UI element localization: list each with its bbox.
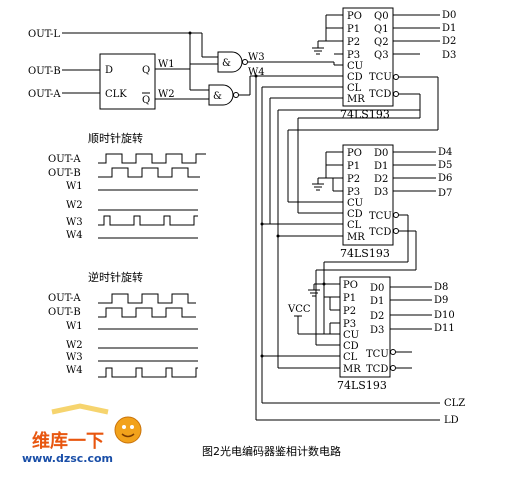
timing-ccw-sig-w2: W2: [66, 340, 83, 351]
c2-pin-tcd: TCD: [369, 227, 391, 238]
ff-q-pin: Q: [142, 65, 150, 76]
c1-pin-q1: Q1: [374, 24, 389, 35]
c1-pin-cl: CL: [347, 83, 362, 94]
c1-pin-p2: P2: [347, 37, 360, 48]
c3-pin-mr: MR: [343, 364, 361, 375]
c3-pin-p3: P3: [343, 319, 356, 330]
c1-pin-p0: PO: [347, 11, 362, 22]
ff-qbar-pin: Q: [142, 95, 150, 106]
c3-pin-cu: CU: [343, 330, 359, 341]
c3-pin-p0: PO: [343, 280, 358, 291]
c1-pin-p1: P1: [347, 24, 360, 35]
c2-pin-d2: D2: [374, 174, 388, 185]
input-out-a-label: OUT-A: [28, 89, 61, 100]
diagram-caption: 图2光电编码器鉴相计数电路: [202, 444, 341, 458]
c1-out-d1: D1: [442, 23, 456, 34]
c3-out-d11: D11: [434, 323, 455, 334]
vcc-label: VCC: [287, 304, 311, 315]
bus-clz-label: CLZ: [444, 398, 465, 409]
timing-cw-sig-w3: W3: [66, 217, 83, 228]
c2-pin-p0: PO: [347, 148, 362, 159]
counter-3: PO P1 P2 P3 CU CD CL MR D0 D1 D2 D3 TCU …: [337, 276, 391, 392]
c1-out-d2: D2: [442, 36, 456, 47]
counter-2: PO P1 P2 P3 CU CD CL MR D0 D1 D2 D3 TCU …: [340, 144, 394, 260]
c2-pin-d1: D1: [374, 161, 388, 172]
gate1-symbol: &: [222, 58, 231, 69]
d-flipflop: D CLK Q Q: [99, 53, 156, 110]
c2-out-d6: D6: [438, 173, 452, 184]
c1-pin-tcd: TCD: [369, 89, 391, 100]
watermark-cn: 维库一下: [32, 430, 104, 452]
c3-pin-d2: D2: [370, 311, 384, 322]
c3-pin-p2: P2: [343, 306, 356, 317]
c3-pin-d3: D3: [370, 325, 384, 336]
timing-ccw-sig-out-a: OUT-A: [48, 293, 81, 304]
c1-pin-mr: MR: [347, 94, 365, 105]
timing-cw-title: 顺时针旋转: [88, 131, 143, 145]
timing-counterclockwise: 逆时针旋转 OUT-A OUT-B W1 W2 W3 W4: [48, 270, 198, 378]
timing-clockwise: 顺时针旋转 OUT-A OUT-B W1 W2 W3 W4: [48, 131, 206, 241]
counter-3-name: 74LS193: [337, 379, 387, 392]
timing-cw-sig-w4: W4: [66, 230, 83, 241]
c2-out-d4: D4: [438, 147, 452, 158]
c1-pin-tcu: TCU: [369, 72, 392, 83]
timing-cw-sig-w2: W2: [66, 200, 83, 211]
c2-pin-p1: P1: [347, 161, 360, 172]
c3-out-d9: D9: [434, 295, 448, 306]
c2-pin-d3: D3: [374, 187, 388, 198]
c1-pin-cu: CU: [347, 61, 363, 72]
timing-ccw-title: 逆时针旋转: [88, 270, 143, 284]
c2-pin-mr: MR: [347, 232, 365, 243]
site-watermark-logo: 维库一下 www.dzsc.com: [22, 403, 142, 465]
c3-out-d8: D8: [434, 282, 448, 293]
timing-ccw-sig-w4: W4: [66, 365, 83, 376]
ff-d-pin: D: [105, 65, 113, 76]
ff-clk-pin: CLK: [105, 89, 127, 100]
nand-gate-2: &: [208, 84, 239, 106]
bus-ld-label: LD: [444, 415, 459, 426]
c3-pin-cl: CL: [343, 352, 358, 363]
c3-out-d10: D10: [434, 310, 455, 321]
c2-out-d5: D5: [438, 160, 452, 171]
timing-cw-sig-out-a: OUT-A: [48, 154, 81, 165]
timing-cw-sig-w1: W1: [66, 181, 83, 192]
c2-pin-p3: P3: [347, 187, 360, 198]
wire-w3-label: W3: [248, 52, 265, 63]
c3-pin-cd: CD: [343, 341, 359, 352]
c1-pin-q3: Q3: [374, 50, 389, 61]
c2-pin-p2: P2: [347, 174, 360, 185]
nand-gate-1: &: [217, 51, 248, 73]
c1-out-d0: D0: [442, 10, 456, 21]
timing-ccw-sig-out-b: OUT-B: [48, 307, 81, 318]
c2-out-d7: D7: [438, 188, 452, 199]
timing-cw-sig-out-b: OUT-B: [48, 168, 81, 179]
c1-pin-cd: CD: [347, 72, 363, 83]
c3-pin-d1: D1: [370, 296, 384, 307]
timing-ccw-sig-w1: W1: [66, 321, 83, 332]
wire-w1-label: W1: [158, 59, 175, 70]
c2-pin-cd: CD: [347, 209, 363, 220]
counter-2-name: 74LS193: [340, 247, 390, 260]
c1-pin-p3: P3: [347, 50, 360, 61]
gate2-symbol: &: [213, 91, 222, 102]
watermark-url: www.dzsc.com: [22, 452, 113, 465]
input-out-b-label: OUT-B: [28, 66, 61, 77]
counter-1: PO P1 P2 P3 CU CD CL MR Q0 Q1 Q2 Q3 TCU …: [340, 7, 394, 121]
input-out-l-label: OUT-L: [28, 29, 60, 40]
c2-pin-cl: CL: [347, 220, 362, 231]
c3-pin-tcu: TCU: [366, 349, 389, 360]
c3-pin-p1: P1: [343, 293, 356, 304]
c1-pin-q2: Q2: [374, 37, 389, 48]
c1-out-d3: D3: [442, 50, 456, 61]
c2-pin-cu: CU: [347, 198, 363, 209]
c2-pin-tcu: TCU: [369, 211, 392, 222]
c2-pin-d0: D0: [374, 148, 388, 159]
c1-pin-q0: Q0: [374, 11, 389, 22]
c3-pin-tcd: TCD: [366, 364, 388, 375]
c3-pin-d0: D0: [370, 283, 384, 294]
wire-w2-label: W2: [158, 89, 175, 100]
timing-ccw-sig-w3: W3: [66, 352, 83, 363]
wire-w4-label: W4: [248, 67, 265, 78]
